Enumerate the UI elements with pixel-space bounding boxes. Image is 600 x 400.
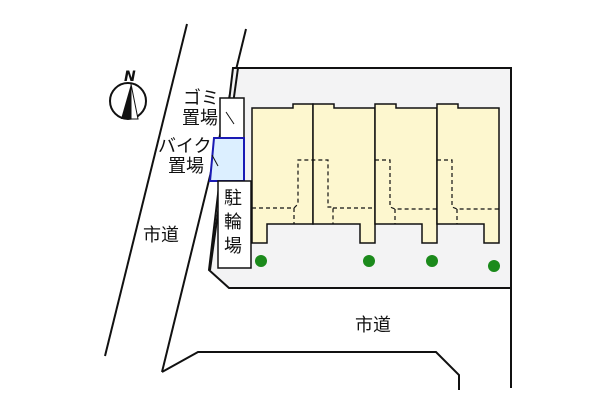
west-road-edge-left	[104, 23, 188, 357]
compass-north-label: N	[124, 69, 136, 85]
bicycle-label-3: 場	[224, 236, 242, 257]
building	[251, 103, 500, 244]
bike-label-1: バイク	[158, 136, 212, 157]
bike-parking	[208, 137, 245, 182]
unit-4	[436, 103, 500, 244]
unit-3	[374, 103, 438, 244]
unit-2	[312, 103, 376, 244]
south-road-edge	[161, 351, 460, 390]
tree	[363, 255, 375, 267]
building-interior-dashes	[252, 159, 499, 224]
tree	[255, 255, 267, 267]
trees	[255, 255, 500, 272]
bicycle-label-2: 輪	[224, 212, 242, 233]
bike-label-2: 置場	[168, 156, 204, 177]
tree	[488, 260, 500, 272]
west-road-label: 市道	[143, 225, 179, 246]
garbage-label-1: ゴミ	[183, 88, 219, 109]
tree	[426, 255, 438, 267]
south-road-label: 市道	[355, 315, 391, 336]
garbage-label-2: 置場	[182, 108, 218, 129]
compass: N	[109, 69, 147, 120]
unit-1	[251, 103, 314, 244]
garbage-area	[219, 97, 245, 139]
bicycle-parking	[217, 180, 252, 269]
bicycle-label-1: 駐	[224, 188, 242, 209]
